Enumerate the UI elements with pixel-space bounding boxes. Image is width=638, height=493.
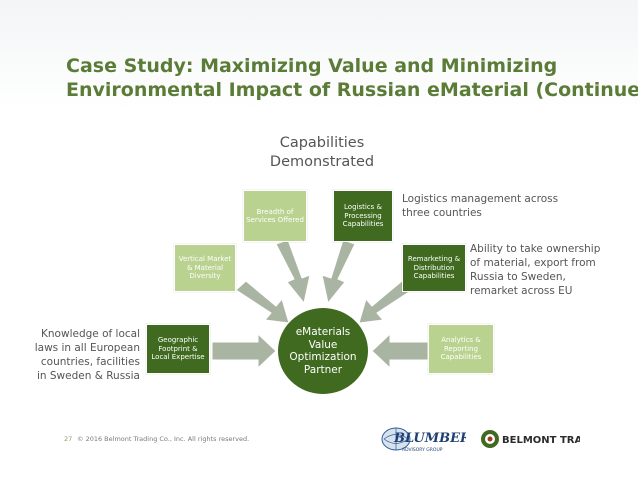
diagram-heading-line-1: Capabilities [279, 135, 365, 151]
note-left-line-3: countries, facilities [40, 356, 140, 368]
box-breadth-of-services: Breadth of Services Offered [243, 190, 307, 242]
box-geographic-label: Geographic Footprint & Local Expertise [151, 336, 205, 362]
title-line-2: Environmental Impact of Russian eMateria… [66, 79, 638, 101]
note-logistics-management: Logistics management across three countr… [402, 192, 582, 220]
belmont-trading-logo: BELMONT TRADING [481, 430, 580, 448]
box-vertical-label: Vertical Market & Material Diversity [178, 255, 232, 281]
note-logistics-line-2: three countries [402, 207, 482, 219]
diagram-heading: Capabilities Demonstrated [252, 134, 392, 172]
box-logistics-processing: Logistics & Processing Capabilities [333, 190, 393, 242]
blumberg-subtitle: ADVISORY GROUP [402, 447, 443, 453]
box-remarketing-distribution: Remarketing & Distribution Capabilities [402, 244, 466, 292]
note-remarketing-ownership: Ability to take ownership of material, e… [470, 242, 630, 298]
box-logistics-label: Logistics & Processing Capabilities [342, 203, 384, 229]
center-line-4: Partner [303, 363, 343, 376]
arrow-geographic [211, 332, 277, 370]
blumberg-logo: BLUMBERG ADVISORY GROUP [381, 427, 466, 453]
note-logistics-line-1: Logistics management across [402, 193, 559, 205]
arrow-vertical [235, 280, 290, 324]
belmont-wordmark: BELMONT TRADING [502, 435, 580, 446]
center-line-1: eMaterials [295, 326, 351, 338]
center-circle: eMaterials Value Optimization Partner [278, 308, 368, 394]
center-line-2: Value [308, 338, 338, 351]
note-remarketing-line-1: Ability to take ownership [470, 243, 601, 255]
note-left-line-1: Knowledge of local [41, 328, 140, 340]
box-vertical-market: Vertical Market & Material Diversity [174, 244, 236, 292]
note-left-line-2: laws in all European [34, 342, 140, 354]
note-local-knowledge: Knowledge of local laws in all European … [28, 327, 140, 383]
blumberg-wordmark: BLUMBERG [393, 431, 466, 446]
arrow-breadth [275, 239, 311, 305]
copyright-text: © 2016 Belmont Trading Co., Inc. All rig… [77, 435, 250, 443]
note-remarketing-line-4: remarket across EU [470, 285, 573, 297]
diagram-heading-line-2: Demonstrated [269, 154, 375, 170]
page-number: 27 [64, 435, 73, 443]
note-remarketing-line-3: Russia to Sweden, [470, 271, 566, 283]
title-line-1: Case Study: Maximizing Value and Minimiz… [66, 55, 558, 77]
box-remarketing-label: Remarketing & Distribution Capabilities [407, 255, 461, 281]
center-line-3: Optimization [289, 351, 357, 363]
header-background [0, 0, 638, 110]
arrow-analytics [371, 332, 429, 370]
note-remarketing-line-2: of material, export from [470, 257, 596, 269]
slide-title: Case Study: Maximizing Value and Minimiz… [66, 54, 638, 102]
box-geographic-footprint: Geographic Footprint & Local Expertise [146, 324, 210, 374]
arrow-remarketing [358, 280, 413, 324]
arrow-logistics [321, 239, 356, 305]
box-analytics-reporting: Analytics & Reporting Capabilities [428, 324, 494, 374]
note-left-line-4: in Sweden & Russia [36, 370, 140, 382]
box-analytics-label: Analytics & Reporting Capabilities [440, 336, 482, 362]
box-breadth-label: Breadth of Services Offered [246, 207, 304, 225]
